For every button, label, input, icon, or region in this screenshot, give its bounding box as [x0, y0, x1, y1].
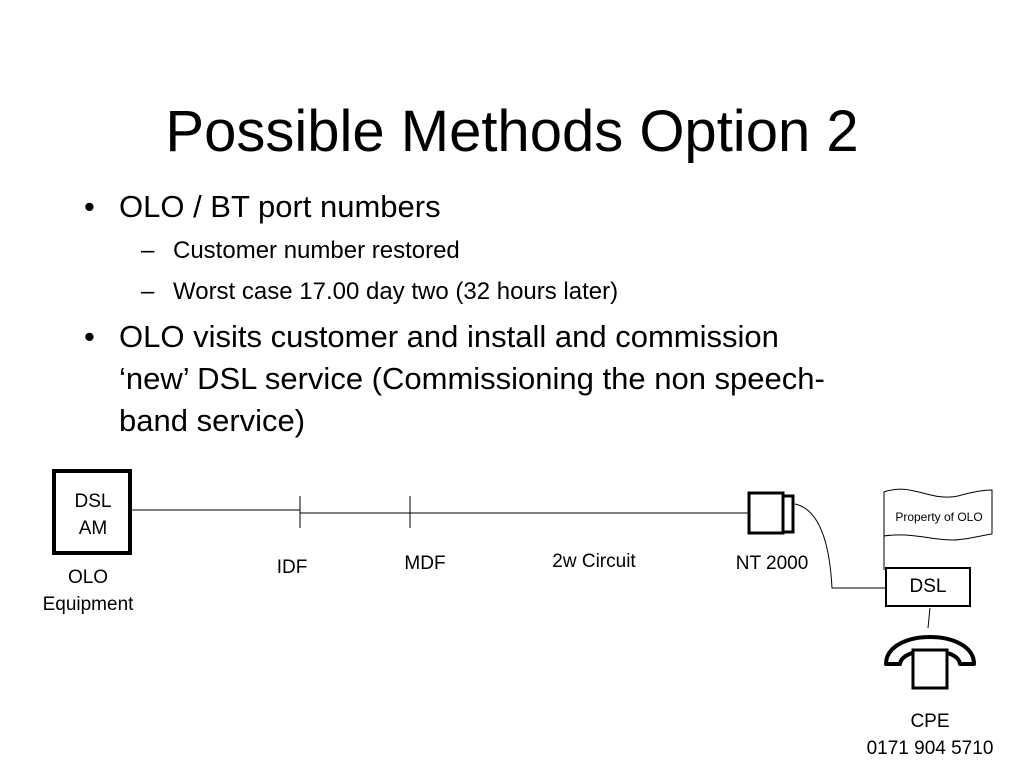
flag-banner-icon: [883, 488, 993, 541]
sub-bullet-worst-case: Worst case 17.00 day two (32 hours later…: [173, 278, 619, 305]
bullet-item-olo-visits-line-3: band service): [119, 403, 306, 438]
sub-bullet-marker: –: [141, 237, 155, 264]
bullet-item-olo-visits-line-1: OLO visits customer and install and comm…: [119, 319, 779, 354]
mdf-label: MDF: [404, 553, 446, 574]
olo-label-line-2: Equipment: [42, 594, 134, 615]
cpe-number: 0171 904 5710: [866, 738, 994, 759]
nt-socket-icon: [747, 491, 795, 535]
idf-label: IDF: [276, 557, 308, 578]
network-diagram: DSL AM OLO Equipment IDF MDF 2w Circuit …: [0, 460, 1024, 768]
circuit-label: 2w Circuit: [552, 551, 636, 572]
cpe-label: CPE: [910, 711, 950, 732]
sub-bullet-customer-number-restored: Customer number restored: [173, 237, 460, 264]
slide-title: Possible Methods Option 2: [165, 99, 859, 164]
bullet-list: • OLO / BT port numbers – Customer numbe…: [84, 189, 825, 438]
olo-label-line-1: OLO: [67, 567, 109, 588]
dsl-box: [885, 567, 971, 607]
dslam-label-line-1: DSL: [74, 491, 112, 512]
nt-label: NT 2000: [735, 553, 809, 574]
telephone-icon: [884, 635, 976, 690]
dslam-box: [52, 469, 132, 555]
diagram-lines: [52, 469, 993, 690]
sub-bullet-marker: –: [141, 278, 155, 305]
dsl-to-phone-line: [927, 607, 931, 629]
nt-to-dsl-line: [794, 503, 886, 589]
bullet-item-olo-visits-line-2: ‘new’ DSL service (Commissioning the non…: [119, 361, 825, 396]
dsl-box-label: DSL: [909, 576, 947, 597]
property-of-olo-label: Property of OLO: [895, 510, 983, 524]
dslam-label-line-2: AM: [78, 518, 108, 539]
bullet-marker: •: [84, 319, 95, 354]
bullet-item-olo-bt-port-numbers: OLO / BT port numbers: [119, 189, 441, 224]
bullet-marker: •: [84, 189, 95, 224]
